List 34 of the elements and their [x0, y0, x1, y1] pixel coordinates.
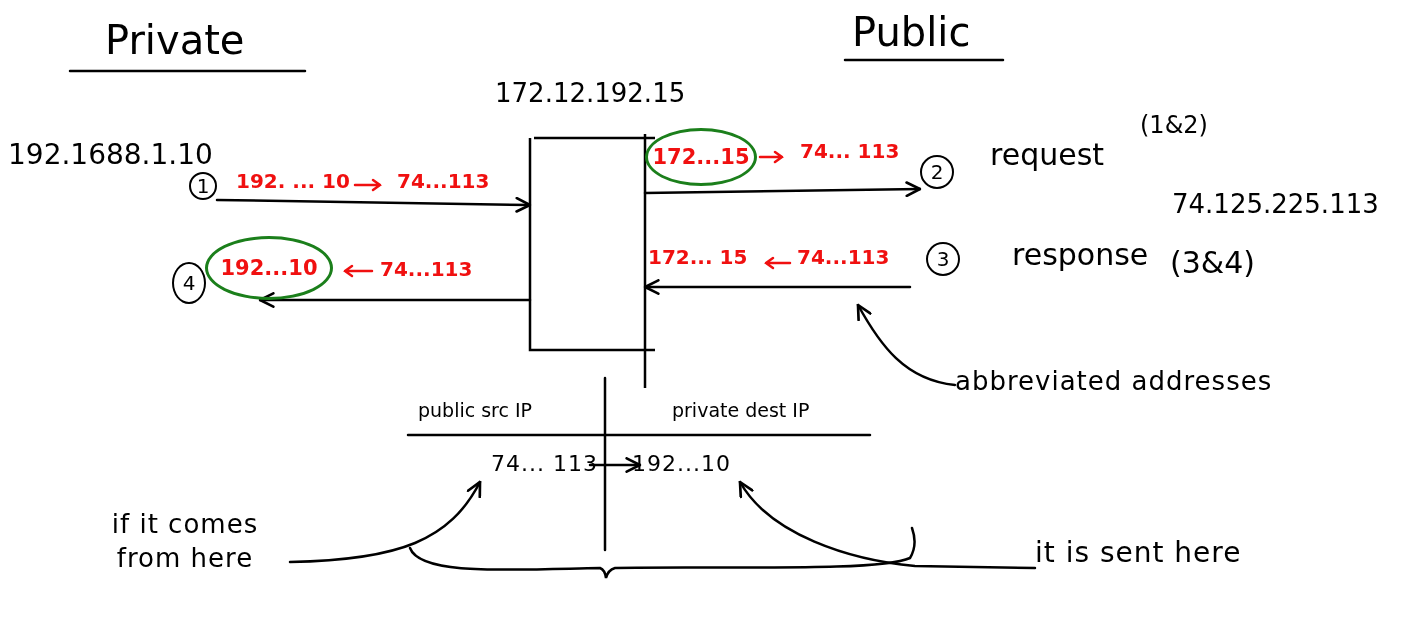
arrow	[643, 279, 912, 295]
annotation-text: abbreviated addresses	[955, 365, 1330, 401]
address-text: 192. ... 10	[236, 170, 350, 192]
address-text: 172... 15	[648, 246, 748, 268]
step-number-circle: 4	[172, 262, 206, 304]
step-number-circle: 2	[920, 155, 954, 189]
ip-address-label: 74.125.225.113	[1172, 190, 1379, 219]
address-text: 192...10	[632, 450, 772, 482]
address-text: 74... 113	[450, 450, 598, 482]
arrow	[643, 181, 922, 198]
highlight-ellipse: 172...15	[645, 128, 757, 186]
annotation-text: request	[990, 138, 1105, 171]
address-text: 74... 113	[800, 140, 900, 162]
arrow	[258, 292, 532, 308]
annotation-text: if it comes from here	[80, 508, 290, 618]
step-number-circle: 3	[926, 242, 960, 276]
ip-address-label: 192.1688.1.10	[8, 140, 213, 171]
address-text: 74...113	[397, 170, 490, 192]
address-text: 74...113	[380, 258, 473, 280]
arrow	[288, 480, 482, 564]
annotation-text: (1&2)	[1140, 112, 1208, 139]
annotation-text: it is sent here	[1035, 535, 1360, 573]
step-number-circle: 1	[189, 172, 217, 200]
heading: Private	[105, 18, 245, 62]
leader-line	[856, 303, 957, 387]
annotation-text: (3&4)	[1170, 246, 1255, 279]
arrow	[215, 196, 532, 213]
annotation-text: response	[1012, 238, 1149, 271]
column-header: private dest IP	[672, 400, 810, 421]
address-text: 74...113	[797, 246, 890, 268]
arrow	[738, 480, 1037, 570]
column-header: public src IP	[418, 400, 533, 421]
heading: Public	[852, 10, 971, 54]
highlight-ellipse: 192...10	[205, 236, 333, 300]
